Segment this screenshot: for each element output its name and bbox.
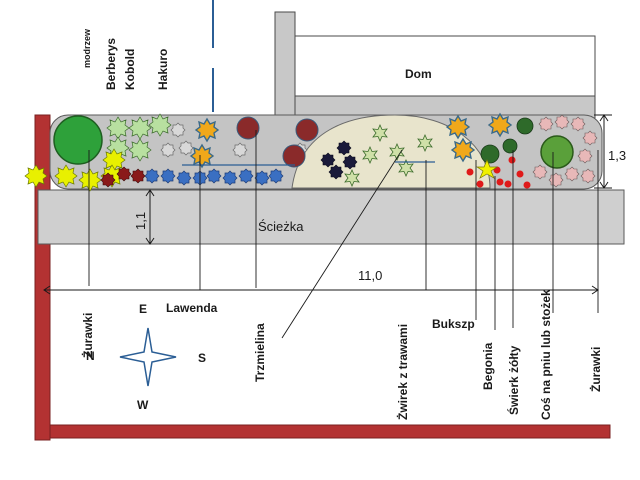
burgundy-group bbox=[236, 116, 319, 168]
begonia-group bbox=[466, 156, 531, 189]
dimension-path bbox=[145, 189, 155, 245]
label-swierk: Świerk żółty bbox=[506, 345, 521, 415]
compass-north: N bbox=[86, 349, 95, 363]
compass-west: W bbox=[137, 398, 149, 412]
house: Dom bbox=[274, 11, 596, 121]
label-hakuro: Hakuro bbox=[156, 49, 170, 90]
path-walkway bbox=[37, 189, 625, 245]
label-zurawki-right: Żurawki bbox=[588, 347, 603, 392]
leader-lines bbox=[88, 130, 599, 339]
label-trzmielina: Trzmielina bbox=[253, 323, 267, 382]
label-cos-na-pniu: Coś na pniu lub stożek bbox=[539, 289, 553, 420]
swierk-star bbox=[475, 159, 499, 179]
dimension-length-label: 11,0 bbox=[358, 268, 382, 283]
compass-south: S bbox=[198, 351, 206, 365]
compass-east: E bbox=[139, 302, 147, 316]
dimension-depth-label: 1,3 bbox=[608, 148, 626, 163]
bukszp-group bbox=[480, 117, 534, 164]
dimension-path-label: 1,1 bbox=[133, 212, 148, 230]
path-label: Ścieżka bbox=[258, 219, 304, 234]
label-zwirek-line: Żwirek z trawami bbox=[395, 324, 410, 420]
cos-na-pniu-circle bbox=[540, 135, 574, 169]
label-lawenda: Lawenda bbox=[166, 301, 218, 315]
house-label: Dom bbox=[405, 67, 432, 81]
label-zwirek: Żwirek z trawami bbox=[395, 324, 410, 420]
label-berberys: Berberys bbox=[104, 38, 118, 90]
compass-rose: E S W N bbox=[86, 302, 206, 412]
dimension-depth bbox=[594, 114, 612, 189]
label-modrzew: modrzew bbox=[82, 28, 92, 68]
label-zurawki-left: Żurawki bbox=[80, 313, 95, 358]
label-bukszp: Bukszp bbox=[432, 317, 475, 331]
modrzew-circle bbox=[53, 115, 103, 165]
dimension-length bbox=[43, 285, 599, 295]
label-kobold: Kobold bbox=[123, 49, 137, 90]
label-begonia: Begonia bbox=[481, 342, 495, 390]
